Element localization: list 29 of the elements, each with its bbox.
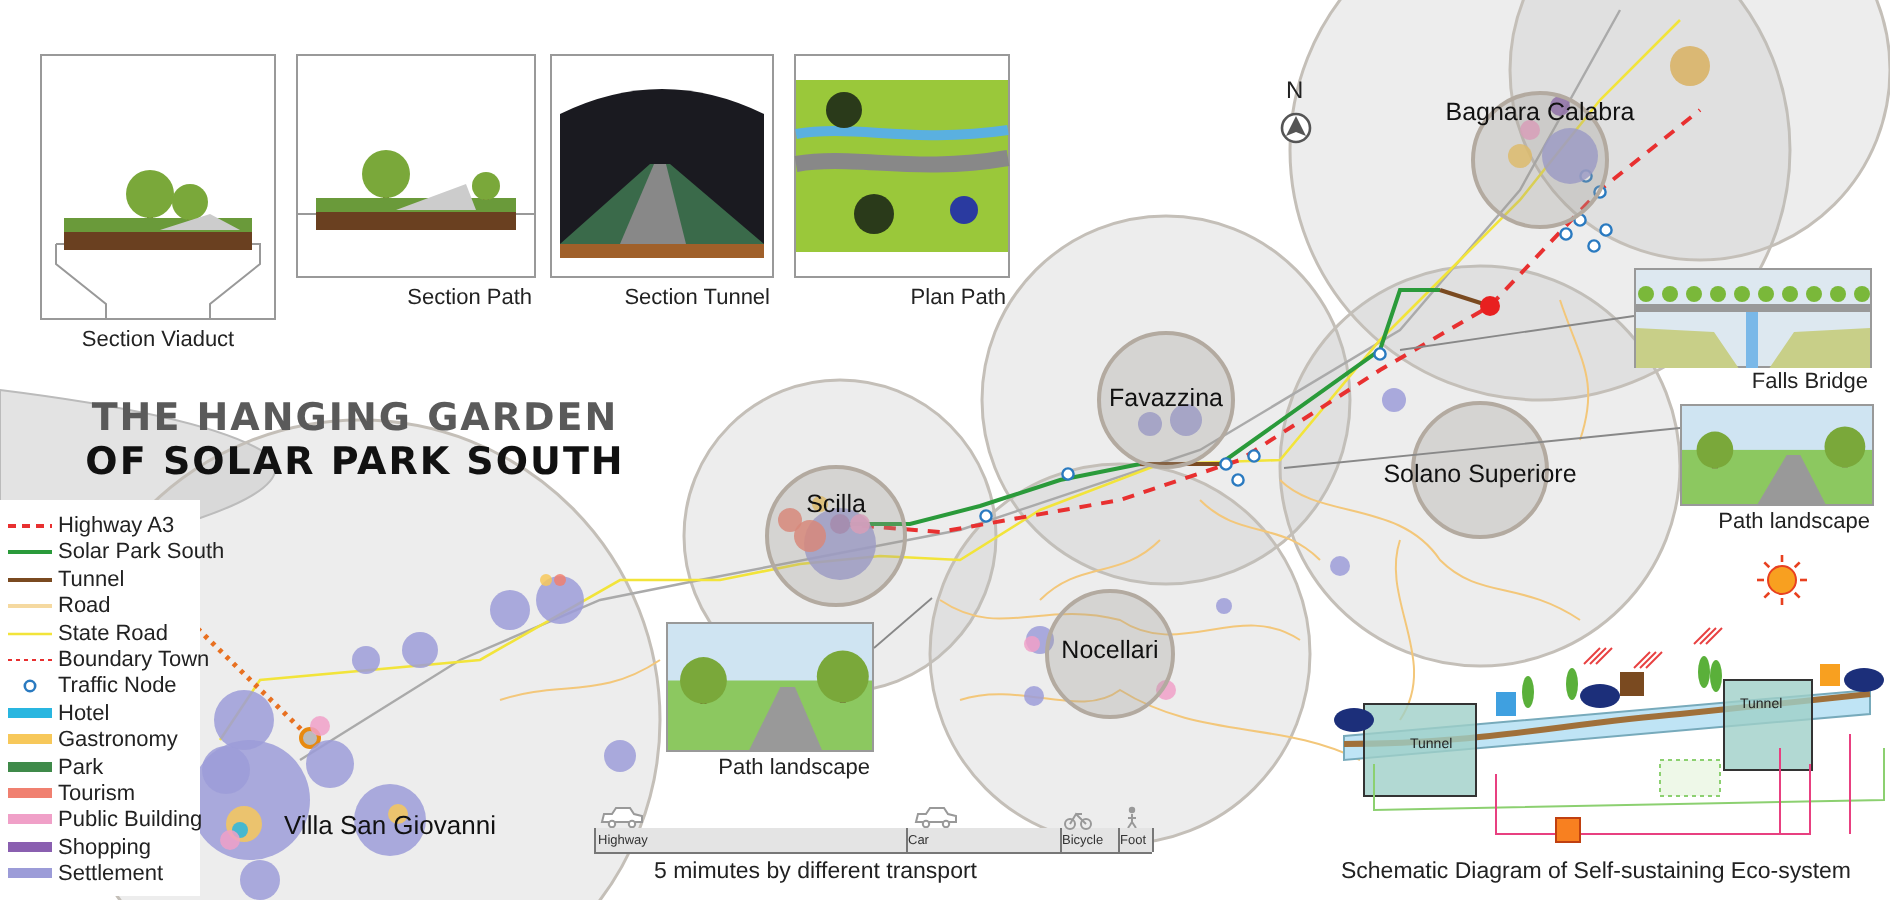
legend-label: Shopping (58, 835, 151, 860)
legend-label: Tourism (58, 782, 136, 806)
town-name: Nocellari (1061, 636, 1159, 664)
legend-label: State Road (58, 621, 169, 646)
compass-letter: N (1286, 76, 1304, 104)
picture-caption: Section Tunnel (624, 286, 770, 310)
picture-caption: Section Path (407, 286, 532, 310)
scale-caption: 5 mimutes by different transport (654, 860, 977, 884)
picture-caption: Path landscape (1718, 510, 1870, 534)
legend-label: Public Building (58, 808, 203, 833)
legend-label: Settlement (58, 862, 164, 887)
picture-caption: Section Viaduct (79, 328, 237, 352)
town-name: Scilla (806, 490, 866, 518)
legend-label: Hotel (58, 701, 110, 726)
picture-caption: Path landscape (718, 756, 870, 780)
legend-label: Solar Park South (58, 540, 225, 565)
legend-label: Park (58, 755, 104, 780)
picture-caption: Plan Path (910, 286, 1006, 310)
town-name: Bagnara Calabra (1445, 98, 1635, 126)
legend-label: Traffic Node (58, 674, 177, 699)
legend-label: Tunnel (58, 567, 125, 592)
legend-label: Highway A3 (58, 514, 175, 538)
town-name: Favazzina (1109, 384, 1223, 412)
picture-caption: Falls Bridge (1751, 370, 1868, 394)
legend-label: Road (58, 594, 111, 619)
legend-label: Boundary Town (58, 648, 210, 672)
legend-label: Gastronomy (58, 728, 178, 753)
town-name: Solano Superiore (1383, 460, 1577, 488)
map-title: THE HANGING GARDEN OF SOLAR PARK SOUTH (83, 396, 627, 484)
